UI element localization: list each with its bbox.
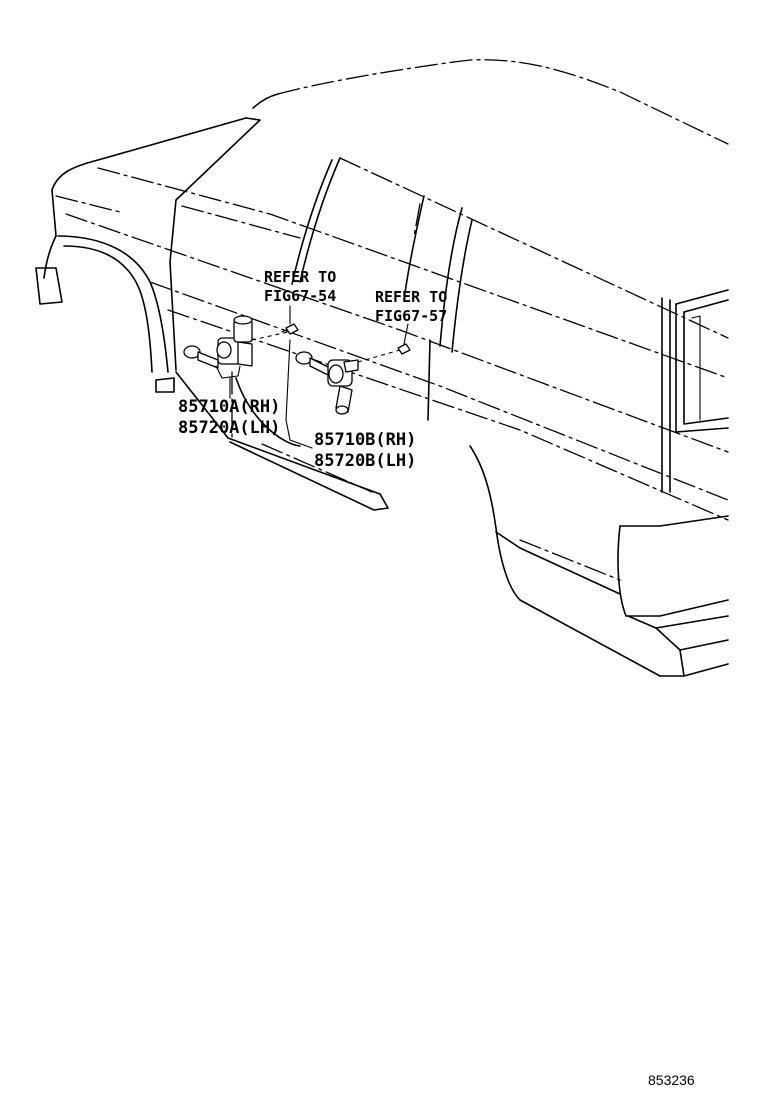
- rear-motor-assembly: [295, 351, 359, 415]
- callout-refer-b-line1: REFER TO: [375, 288, 447, 306]
- vehicle-phantom-lines: [55, 59, 729, 581]
- screw-b: [397, 343, 411, 355]
- callout-refer-a-line2: FIG67-54: [264, 287, 336, 305]
- front-motor-assembly: [183, 315, 253, 379]
- callout-refer-b: REFER TO FIG67-57: [375, 288, 447, 325]
- label-leaders: [229, 305, 409, 449]
- part-label-85710a: 85710A(RH): [178, 397, 280, 417]
- part-label-85720b: 85720B(LH): [314, 451, 416, 471]
- leader-line-b: [357, 349, 401, 363]
- part-label-85710b: 85710B(RH): [314, 430, 416, 450]
- part-label-85720a: 85720A(LH): [178, 418, 280, 438]
- callout-refer-b-line2: FIG67-57: [375, 307, 447, 325]
- callout-refer-a: REFER TO FIG67-54: [264, 268, 336, 305]
- catalog-number: 853236: [648, 1072, 695, 1088]
- screw-a: [281, 323, 299, 335]
- callout-refer-a-line1: REFER TO: [264, 268, 336, 286]
- vehicle-body-outline: [35, 93, 729, 677]
- leader-line-a: [251, 331, 289, 341]
